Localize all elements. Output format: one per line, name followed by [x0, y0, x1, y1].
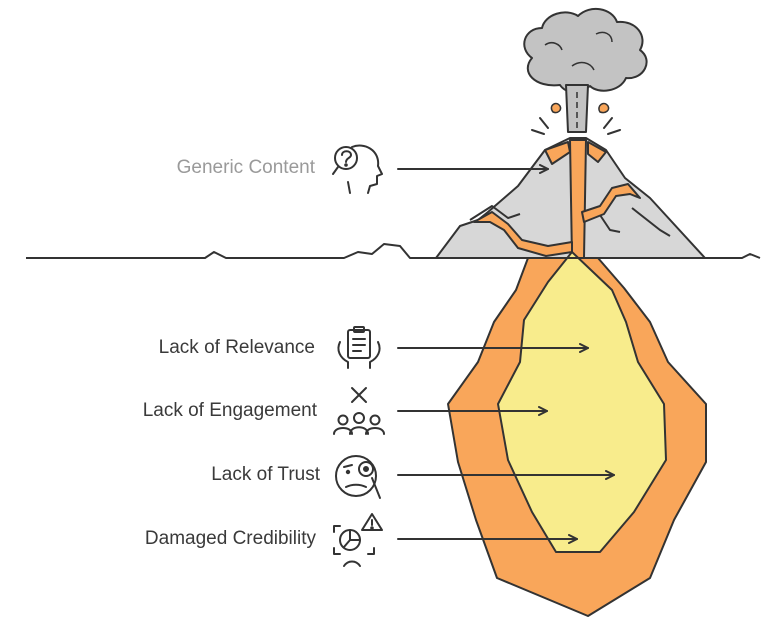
warning-chart-icon — [333, 513, 383, 567]
label-lack-of-trust: Lack of Trust — [211, 464, 320, 485]
smoke-column — [565, 84, 589, 133]
question-head-icon — [332, 144, 383, 194]
mountain-ridges — [469, 205, 671, 237]
disengaged-group-icon — [333, 387, 385, 435]
label-generic-content: Generic Content — [176, 157, 315, 178]
suspicious-face-icon — [335, 455, 381, 499]
surface-lava-streams — [473, 139, 641, 259]
lava-chamber-inner — [497, 251, 667, 553]
label-lack-of-engagement: Lack of Engagement — [142, 400, 317, 421]
lava-drops — [550, 102, 610, 114]
document-hands-icon — [337, 326, 381, 369]
eruption-sparks — [531, 117, 621, 135]
ash-cloud — [523, 7, 648, 93]
ground-line — [26, 243, 761, 259]
label-damaged-credibility: Damaged Credibility — [144, 528, 316, 549]
label-lack-of-relevance: Lack of Relevance — [158, 337, 315, 358]
